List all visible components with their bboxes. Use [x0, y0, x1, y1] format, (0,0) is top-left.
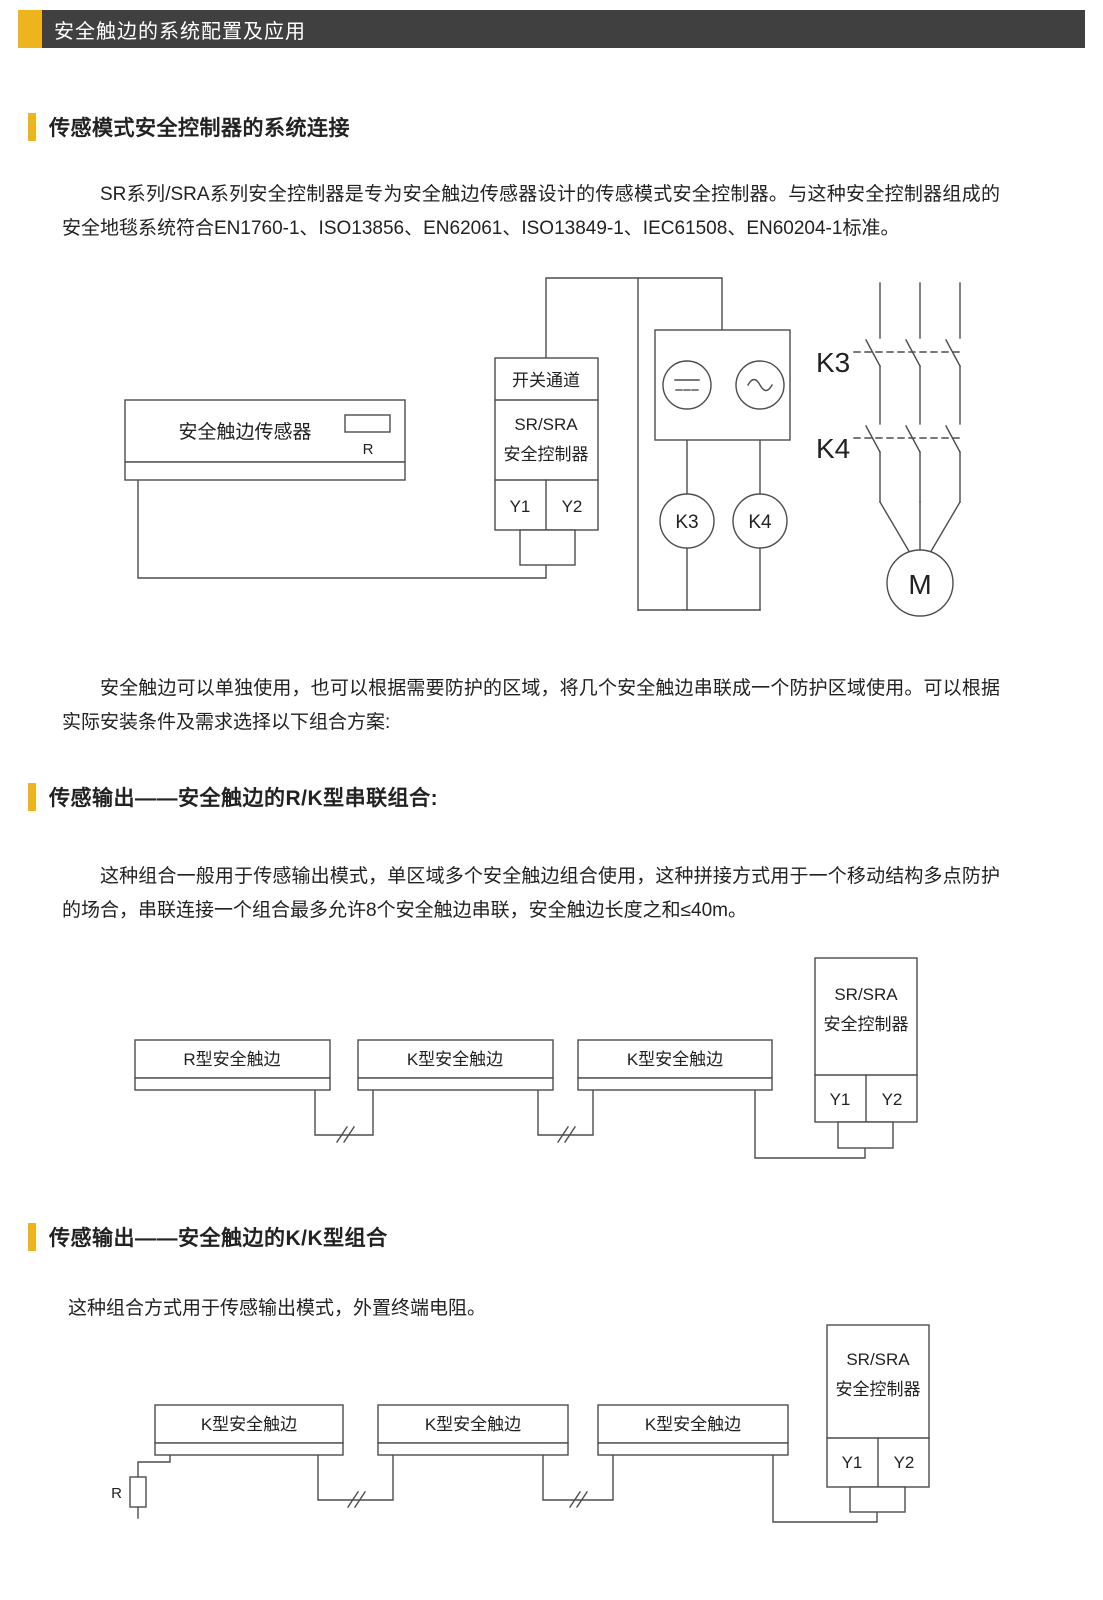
system-connection-diagram: 安全触边传感器 R 开关通道 SR/SRA 安全控制器 Y1 Y2 K3 K4 … — [124, 277, 965, 617]
edge-box-1: K型安全触边 — [154, 1404, 344, 1456]
section2-paragraph: 这种组合一般用于传感输出模式，单区域多个安全触边组合使用，这种拼接方式用于一个移… — [62, 866, 1000, 921]
safety-edge-sensor-box: 安全触边传感器 R — [124, 399, 406, 481]
rk-series-diagram: R型安全触边 K型安全触边 K型安全触边 SR/SRA 安全控制器 Y1 Y2 — [134, 957, 918, 1159]
terminal-y1: Y1 — [830, 1090, 851, 1109]
edge-box-2: K型安全触边 — [377, 1404, 569, 1456]
controller-name-line2: 安全控制器 — [504, 445, 589, 464]
section3-heading-text: 传感输出——安全触边的K/K型组合 — [49, 1227, 388, 1250]
safety-controller-box: 开关通道 SR/SRA 安全控制器 Y1 Y2 — [494, 357, 599, 566]
controller-terminal-tab — [849, 1486, 906, 1513]
controller-name-line1: SR/SRA — [514, 415, 578, 434]
edge-label: R型安全触边 — [183, 1050, 280, 1069]
power-supply-box — [654, 329, 791, 441]
kk-combination-diagram: R K型安全触边 K型安全触边 K型安全触边 SR/SRA 安全控制器 Y1 Y… — [111, 1324, 930, 1523]
controller-terminal-tab — [519, 529, 576, 566]
heading-accent-bar — [28, 1223, 36, 1251]
k3-contact-label: K3 — [816, 347, 850, 378]
controller-name-line2: 安全控制器 — [836, 1380, 921, 1399]
header-accent-square — [18, 10, 42, 48]
edge-box-1: R型安全触边 — [134, 1039, 331, 1091]
edge-box-2: K型安全触边 — [357, 1039, 554, 1091]
k4-contact-label: K4 — [816, 433, 850, 464]
section3-paragraph: 这种组合方式用于传感输出模式，外置终端电阻。 — [68, 1298, 487, 1319]
contactor-coils: K3 K4 — [659, 493, 788, 549]
section2-heading: 传感输出——安全触边的R/K型串联组合: — [28, 782, 438, 812]
section1-heading-text: 传感模式安全控制器的系统连接 — [49, 117, 350, 140]
wiring-lines — [137, 1454, 878, 1523]
edge-label: K型安全触边 — [645, 1415, 741, 1434]
section1-heading: 传感模式安全控制器的系统连接 — [28, 112, 350, 142]
heading-accent-bar — [28, 783, 36, 811]
wiring-lines — [137, 277, 761, 611]
safety-controller-box: SR/SRA 安全控制器 Y1 Y2 — [826, 1324, 930, 1513]
edge-box-3: K型安全触边 — [577, 1039, 773, 1091]
three-phase-contacts: K3 K4 M — [816, 282, 965, 617]
motor-icon — [886, 549, 954, 617]
edge-label: K型安全触边 — [201, 1415, 297, 1434]
terminal-y1: Y1 — [842, 1453, 863, 1472]
terminal-y2: Y2 — [562, 497, 583, 516]
safety-controller-box: SR/SRA 安全控制器 Y1 Y2 — [814, 957, 918, 1149]
controller-name-line2: 安全控制器 — [824, 1015, 909, 1034]
controller-terminal-tab — [837, 1121, 894, 1149]
k3-coil-label: K3 — [675, 512, 698, 533]
section1-paragraph: SR系列/SRA系列安全控制器是专为安全触边传感器设计的传感模式安全控制器。与这… — [62, 184, 1000, 239]
phase-lines — [853, 282, 965, 554]
terminal-y2: Y2 — [894, 1453, 915, 1472]
page-header: 安全触边的系统配置及应用 — [18, 10, 1085, 48]
switch-channel-label: 开关通道 — [512, 371, 580, 390]
dc-source-icon — [662, 360, 712, 410]
resistor-symbol — [344, 414, 391, 433]
terminal-y2: Y2 — [882, 1090, 903, 1109]
edge-label: K型安全触边 — [627, 1050, 723, 1069]
resistor-label: R — [363, 441, 374, 458]
heading-accent-bar — [28, 113, 36, 141]
controller-name-line1: SR/SRA — [834, 985, 898, 1004]
wiring-lines — [314, 1089, 866, 1159]
resistor-symbol — [129, 1476, 147, 1508]
section3-heading: 传感输出——安全触边的K/K型组合 — [28, 1222, 388, 1252]
terminal-y1: Y1 — [510, 497, 531, 516]
motor-label: M — [908, 569, 931, 600]
page-title: 安全触边的系统配置及应用 — [42, 10, 1085, 48]
edge-label: K型安全触边 — [407, 1050, 503, 1069]
sensor-label: 安全触边传感器 — [178, 421, 311, 443]
controller-name-line1: SR/SRA — [846, 1350, 910, 1369]
terminal-resistor: R — [111, 1476, 147, 1508]
section1-paragraph2: 安全触边可以单独使用，也可以根据需要防护的区域，将几个安全触边串联成一个防护区域… — [62, 678, 1000, 733]
section2-heading-text: 传感输出——安全触边的R/K型串联组合: — [49, 787, 439, 810]
resistor-label: R — [111, 1485, 122, 1502]
k4-coil-label: K4 — [748, 512, 772, 533]
edge-label: K型安全触边 — [425, 1415, 521, 1434]
edge-box-3: K型安全触边 — [597, 1404, 789, 1456]
